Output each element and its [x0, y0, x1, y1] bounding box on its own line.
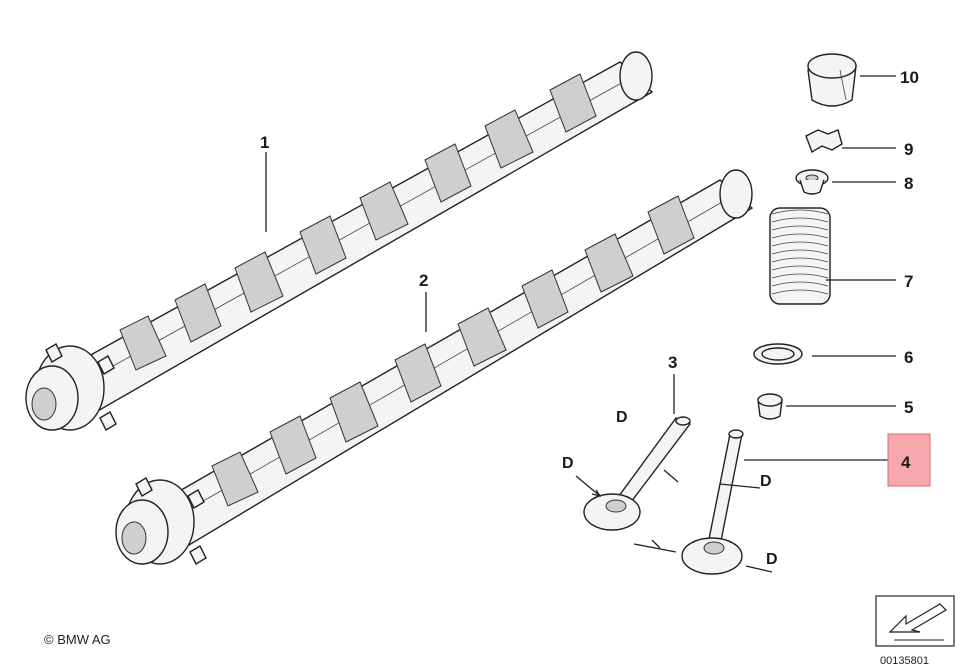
copyright-text: © BMW AG: [44, 632, 111, 647]
bucket-tappet: [807, 53, 857, 107]
intake-valve: [583, 416, 692, 531]
callout-6[interactable]: 6: [904, 348, 913, 367]
spring-seat-washer: [753, 343, 803, 365]
camshaft-2: [115, 169, 754, 565]
callout-9[interactable]: 9: [904, 140, 913, 159]
exhaust-valve: [681, 429, 744, 575]
valve-stem-seal: [757, 393, 783, 420]
valve-spring: [769, 207, 831, 305]
leader-lines: [265, 75, 896, 461]
camshaft-1: [25, 51, 654, 431]
callout-1[interactable]: 1: [260, 133, 269, 152]
diagram-number: 00135801: [880, 655, 929, 667]
callout-7[interactable]: 7: [904, 272, 913, 291]
callout-4[interactable]: 4: [901, 453, 911, 472]
arrow-icon[interactable]: [875, 595, 955, 647]
dimension-label: D: [766, 551, 778, 568]
callout-4-highlight: [887, 433, 931, 487]
callout-2[interactable]: 2: [419, 271, 428, 290]
dimension-label: D: [616, 409, 628, 426]
spring-retainer: [795, 169, 829, 195]
callout-8[interactable]: 8: [904, 174, 913, 193]
dimension-label: D: [562, 455, 574, 472]
valve-cotter: [805, 129, 843, 154]
dimension-label: D: [760, 473, 772, 490]
callout-10[interactable]: 10: [900, 68, 919, 87]
callout-3[interactable]: 3: [668, 353, 677, 372]
callout-5[interactable]: 5: [904, 398, 913, 417]
dimension-arrows: [575, 469, 773, 573]
